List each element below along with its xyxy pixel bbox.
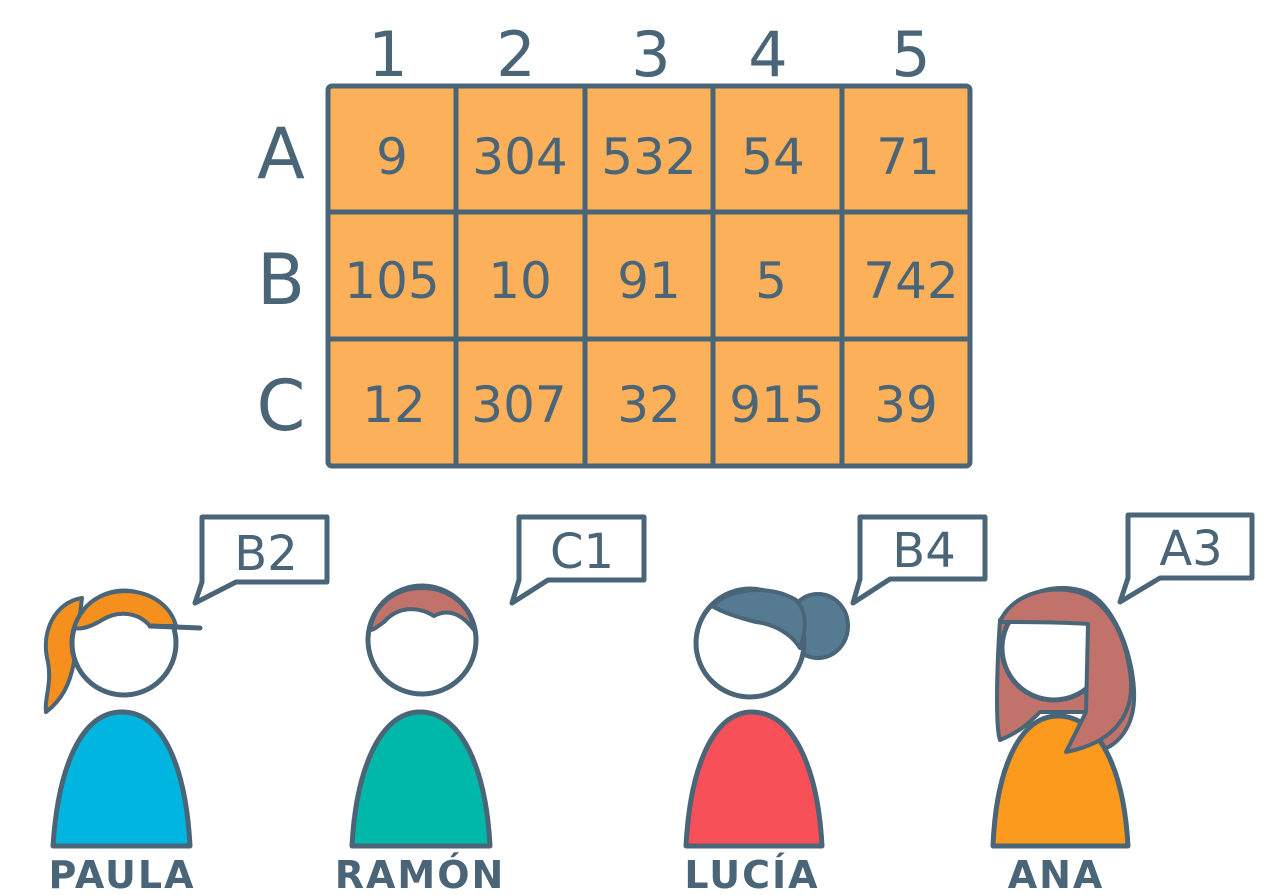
grid-cell-c4: 915 (729, 376, 824, 434)
hair-front-ana (998, 587, 1133, 754)
cap-brim (147, 623, 203, 631)
grid-cell-b4: 5 (755, 252, 787, 310)
name-lucia: LUCÍA (684, 853, 819, 895)
girl-bun-icon (693, 586, 850, 700)
person-lucia: B4 LUCÍA (683, 514, 988, 895)
speech-bubble-ramon: C1 (509, 514, 647, 606)
speech-text-ana: A3 (1159, 521, 1222, 577)
column-header-5: 5 (891, 18, 930, 91)
speech-text-paula: B2 (234, 526, 297, 582)
grid-cell-b5: 742 (863, 252, 958, 310)
name-ana: ANA (1008, 853, 1105, 895)
row-header-b: B (257, 239, 305, 321)
grid-lines (328, 86, 970, 466)
speech-bubble-icon (192, 514, 330, 606)
grid-cell-b2: 10 (488, 252, 552, 310)
grid-cell-b3: 91 (617, 252, 681, 310)
person-ramon: C1 RAMÓN (335, 514, 647, 895)
boy-icon (365, 583, 479, 697)
row-header-c: C (257, 365, 306, 447)
speech-text-lucia: B4 (892, 523, 955, 579)
column-header-3: 3 (631, 18, 670, 91)
speech-bubble-lucia: B4 (850, 514, 988, 606)
person-ana: A3 ANA (990, 512, 1255, 895)
row-headers: A B C (257, 113, 306, 447)
number-grid: 9 304 532 54 71 105 10 91 5 742 12 307 3… (325, 83, 973, 469)
speech-text-ramon: C1 (550, 524, 614, 580)
girl-long-hair-icon (998, 587, 1133, 754)
column-header-2: 2 (496, 18, 535, 91)
body-lucia (683, 709, 825, 849)
grid-cell-c1: 12 (362, 376, 426, 434)
person-paula: B2 PAULA (43, 514, 330, 895)
speech-bubble-paula: B2 (192, 514, 330, 606)
grid-cell-a3: 532 (601, 128, 696, 186)
speech-bubble-icon (509, 514, 647, 606)
column-header-1: 1 (368, 18, 407, 91)
body-ramon (349, 709, 493, 849)
hair-lucia (710, 588, 807, 650)
body-paula (50, 709, 193, 849)
speech-bubble-icon (850, 514, 988, 606)
grid-background (325, 83, 973, 469)
speech-bubble-ana: A3 (1117, 512, 1255, 605)
girl-ponytail-icon (43, 588, 203, 714)
name-paula: PAULA (48, 853, 195, 895)
grid-cell-c3: 32 (617, 376, 681, 434)
row-header-a: A (257, 113, 305, 195)
name-ramon: RAMÓN (335, 853, 506, 895)
grid-cell-a5: 71 (876, 128, 940, 186)
column-header-4: 4 (748, 18, 787, 91)
grid-cell-c5: 39 (874, 376, 938, 434)
grid-cell-a2: 304 (472, 128, 567, 186)
speech-bubble-icon (1117, 512, 1255, 605)
body-ana (990, 713, 1131, 849)
grid-cell-a1: 9 (376, 128, 408, 186)
grid-cell-c2: 307 (471, 376, 566, 434)
grid-cell-b1: 105 (344, 252, 439, 310)
column-headers: 1 2 3 4 5 (368, 18, 930, 91)
grid-cell-a4: 54 (741, 128, 805, 186)
hair-ramon (368, 586, 476, 632)
